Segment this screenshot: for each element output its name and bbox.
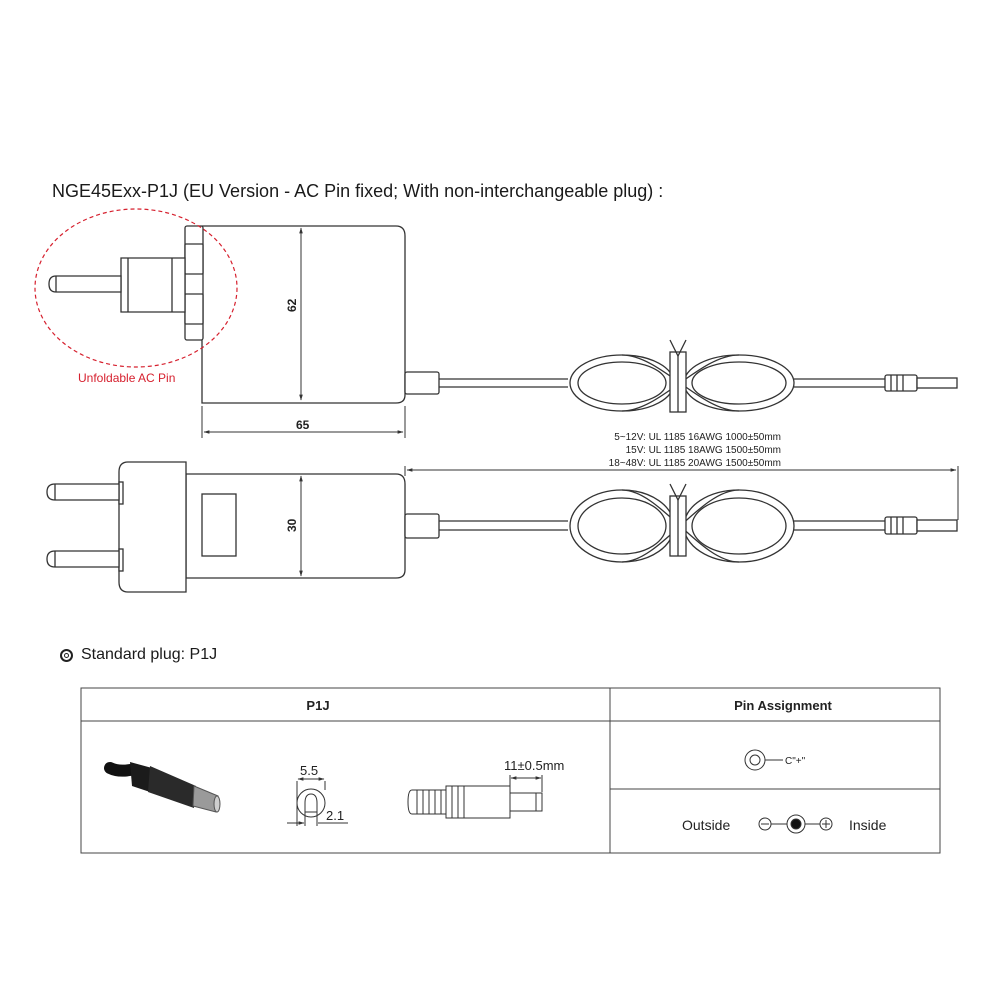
page-title: NGE45Exx-P1J (EU Version - AC Pin fixed;…: [52, 181, 664, 201]
center-pin-symbol: [744, 749, 783, 771]
dc-plug-top: [884, 374, 918, 392]
plug-housing-side: [118, 461, 187, 593]
dim-depth-label: 30: [285, 518, 299, 532]
plug-front-view: [287, 777, 348, 826]
plug-side-view: [407, 775, 543, 819]
polarity-symbol: [758, 814, 833, 834]
adapter-body-side: [185, 473, 406, 579]
strain-relief-top: [404, 371, 440, 395]
adapter-body-top: [201, 225, 406, 404]
inside-label: Inside: [849, 817, 887, 833]
ac-pin-2-side: [46, 550, 120, 568]
plug-length-label: 11±0.5mm: [504, 758, 564, 773]
ac-pin-1-side: [46, 483, 120, 501]
col-header-plug: P1J: [306, 698, 329, 713]
dc-plug-side: [884, 516, 918, 535]
inner-diameter-label: 2.1: [326, 808, 344, 823]
plug-photo: [104, 762, 221, 813]
col-header-pin: Pin Assignment: [734, 698, 832, 713]
cable-spec-1: 5~12V: UL 1185 16AWG 1000±50mm: [614, 432, 781, 443]
dim-width: [201, 406, 406, 438]
side-view: [46, 461, 958, 593]
strain-relief-side: [404, 513, 440, 539]
dim-height-label: 62: [285, 298, 299, 312]
outer-diameter-label: 5.5: [300, 763, 318, 778]
plug-table: [80, 687, 941, 854]
dim-width-label: 65: [296, 418, 310, 432]
dim-cable-length: [404, 466, 959, 520]
plug-section-title: Standard plug: P1J: [60, 646, 217, 664]
bullet-ring-icon: [60, 648, 73, 662]
outside-label: Outside: [682, 817, 730, 833]
ac-pin-top: [48, 275, 122, 293]
center-pin-label: C"+": [785, 756, 806, 767]
cable-spec-3: 18~48V: UL 1185 20AWG 1500±50mm: [609, 458, 781, 469]
unfoldable-pin-callout: [34, 208, 238, 368]
plug-section-title-text: Standard plug: P1J: [81, 646, 218, 663]
callout-label: Unfoldable AC Pin: [78, 371, 175, 385]
top-view: [48, 225, 958, 413]
cable-spec-2: 15V: UL 1185 18AWG 1500±50mm: [626, 445, 781, 456]
